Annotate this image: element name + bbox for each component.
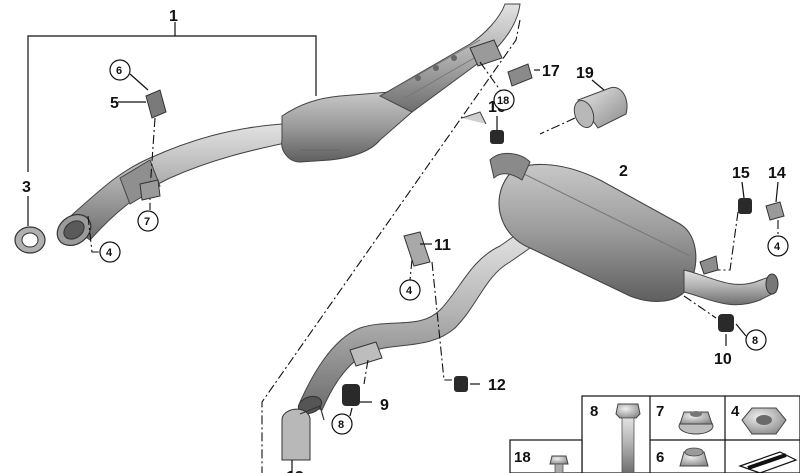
flange-nut-icon [678,411,714,435]
callout-2: 2 [619,163,628,180]
front-pipe-assembly [14,3,521,254]
rubber-mount [461,111,504,144]
screw-icon [549,455,569,473]
callout-1: 1 [169,8,178,25]
callout-13: 13 [286,469,304,473]
rubber-mount-10 [718,314,734,332]
callout-11: 11 [434,237,451,254]
svg-text:4: 4 [774,241,781,253]
callout-19: 19 [576,65,594,82]
ref-circle-8-right: 8 [745,329,767,351]
svg-text:7: 7 [144,216,150,228]
clip-icon [738,451,798,473]
svg-text:8: 8 [752,335,758,347]
callout-3: 3 [22,179,31,196]
pipe-clamp [281,405,325,473]
callout-9: 9 [380,397,389,414]
callout-14: 14 [768,165,786,182]
table-header-18: 18 [514,449,531,466]
ref-circle-4-right: 4 [767,235,789,257]
rubber-mount-12 [454,376,468,392]
exhaust-tip [539,79,628,135]
callout-15: 15 [732,165,750,182]
svg-text:6: 6 [116,65,122,77]
bolt-icon [615,403,641,473]
hex-nut-icon [741,407,787,435]
sensor-bracket [469,39,540,91]
ref-circle-6: 6 [109,59,131,81]
svg-text:8: 8 [338,419,344,431]
mid-rubber-mount [342,341,383,417]
svg-text:18: 18 [497,95,509,107]
ref-circle-18: 18 [493,89,515,111]
table-header-7: 7 [656,403,664,420]
callout-10: 10 [714,351,732,368]
ref-circle-7: 7 [137,210,159,232]
small-nut-icon [679,447,709,467]
table-header-8: 8 [590,403,598,420]
svg-text:4: 4 [106,247,113,259]
rear-silencer-assembly [297,153,779,415]
hardware-table: 8 7 4 18 6 [509,395,800,473]
callout-12: 12 [488,377,506,394]
ref-circle-4-left: 4 [99,241,121,263]
callout-5: 5 [110,95,119,112]
rear-hanger [718,181,785,271]
ref-circle-4-mid: 4 [399,279,421,301]
svg-text:4: 4 [406,285,413,297]
ref-circle-8-bottom: 8 [331,413,353,435]
mid-bracket [403,231,452,381]
callout-17: 17 [542,63,560,80]
divider-line [261,19,521,473]
table-header-6: 6 [656,449,664,466]
table-header-4: 4 [731,403,740,420]
